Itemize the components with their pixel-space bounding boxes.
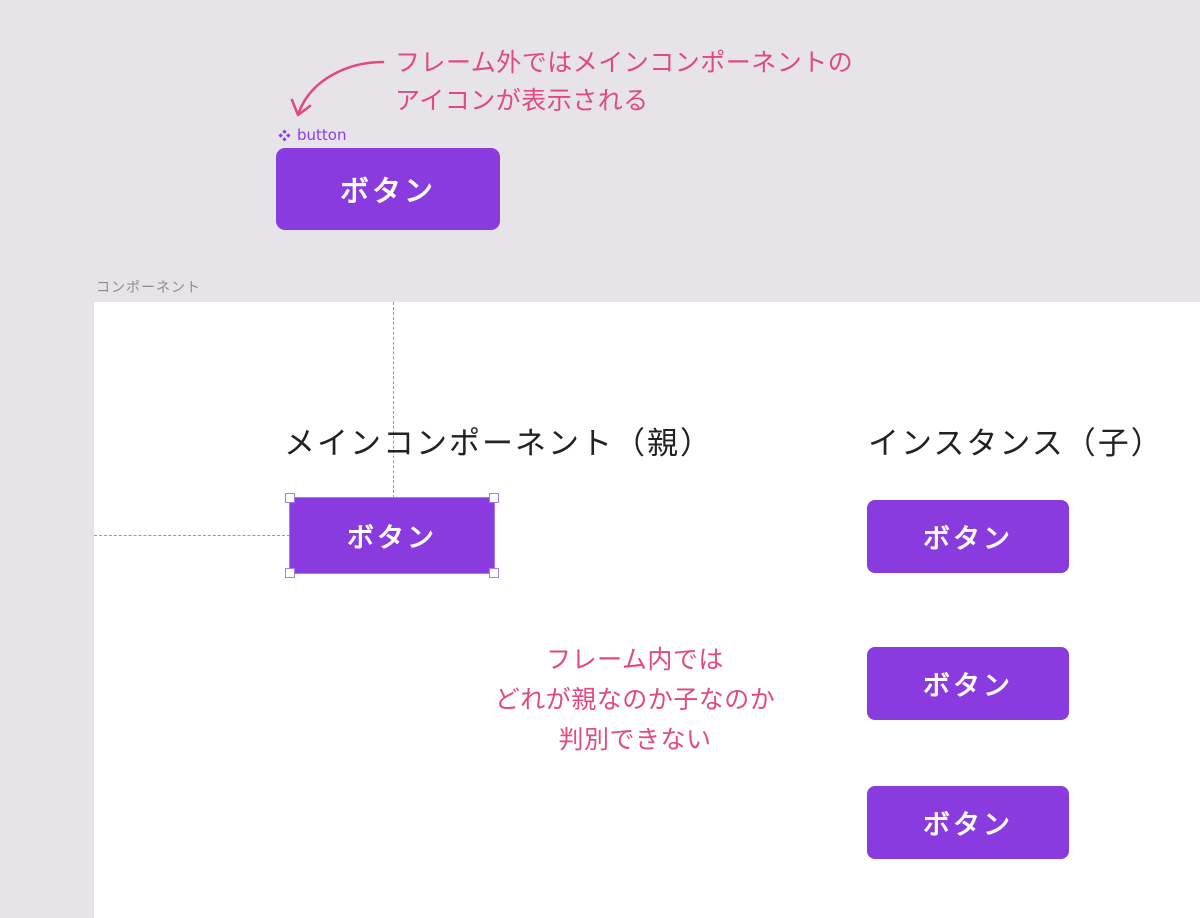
annotation-outside-frame: フレーム外ではメインコンポーネントの アイコンが表示される xyxy=(395,44,853,120)
instance-button-1[interactable]: ボタン xyxy=(867,500,1069,573)
annotation-inside-line-3: 判別できない xyxy=(558,725,712,754)
button-label: ボタン xyxy=(923,810,1013,841)
alignment-guide-horizontal xyxy=(94,535,290,536)
button-label: ボタン xyxy=(923,524,1013,555)
button-label: ボタン xyxy=(923,671,1013,702)
main-component-button-selected[interactable]: ボタン xyxy=(289,497,495,574)
annotation-inside-frame: フレーム内では どれが親なのか子なのか 判別できない xyxy=(440,640,830,760)
instance-heading: インスタンス（子） xyxy=(868,426,1164,462)
button-label: ボタン xyxy=(347,523,437,554)
component-name-label[interactable]: button xyxy=(278,126,346,144)
annotation-arrow xyxy=(290,60,385,117)
button-label: ボタン xyxy=(339,174,436,208)
selection-handle-top-left[interactable] xyxy=(285,493,295,503)
selection-handle-top-right[interactable] xyxy=(489,493,499,503)
annotation-outside-line-1: フレーム外ではメインコンポーネントの xyxy=(395,48,854,77)
selection-handle-bottom-right[interactable] xyxy=(489,568,499,578)
selection-handle-bottom-left[interactable] xyxy=(285,568,295,578)
frame-name-label[interactable]: コンポーネント xyxy=(96,280,201,296)
alignment-guide-vertical xyxy=(393,302,394,498)
main-component-heading: メインコンポーネント（親） xyxy=(284,426,713,462)
instance-button-3[interactable]: ボタン xyxy=(867,786,1069,859)
component-name: button xyxy=(297,126,347,144)
instance-button-2[interactable]: ボタン xyxy=(867,647,1069,720)
component-icon xyxy=(278,128,291,142)
main-component-button-outside[interactable]: ボタン xyxy=(276,148,500,230)
annotation-inside-line-1: フレーム内では xyxy=(546,645,724,674)
annotation-inside-line-2: どれが親なのか子なのか xyxy=(494,685,776,714)
annotation-outside-line-2: アイコンが表示される xyxy=(395,86,649,115)
